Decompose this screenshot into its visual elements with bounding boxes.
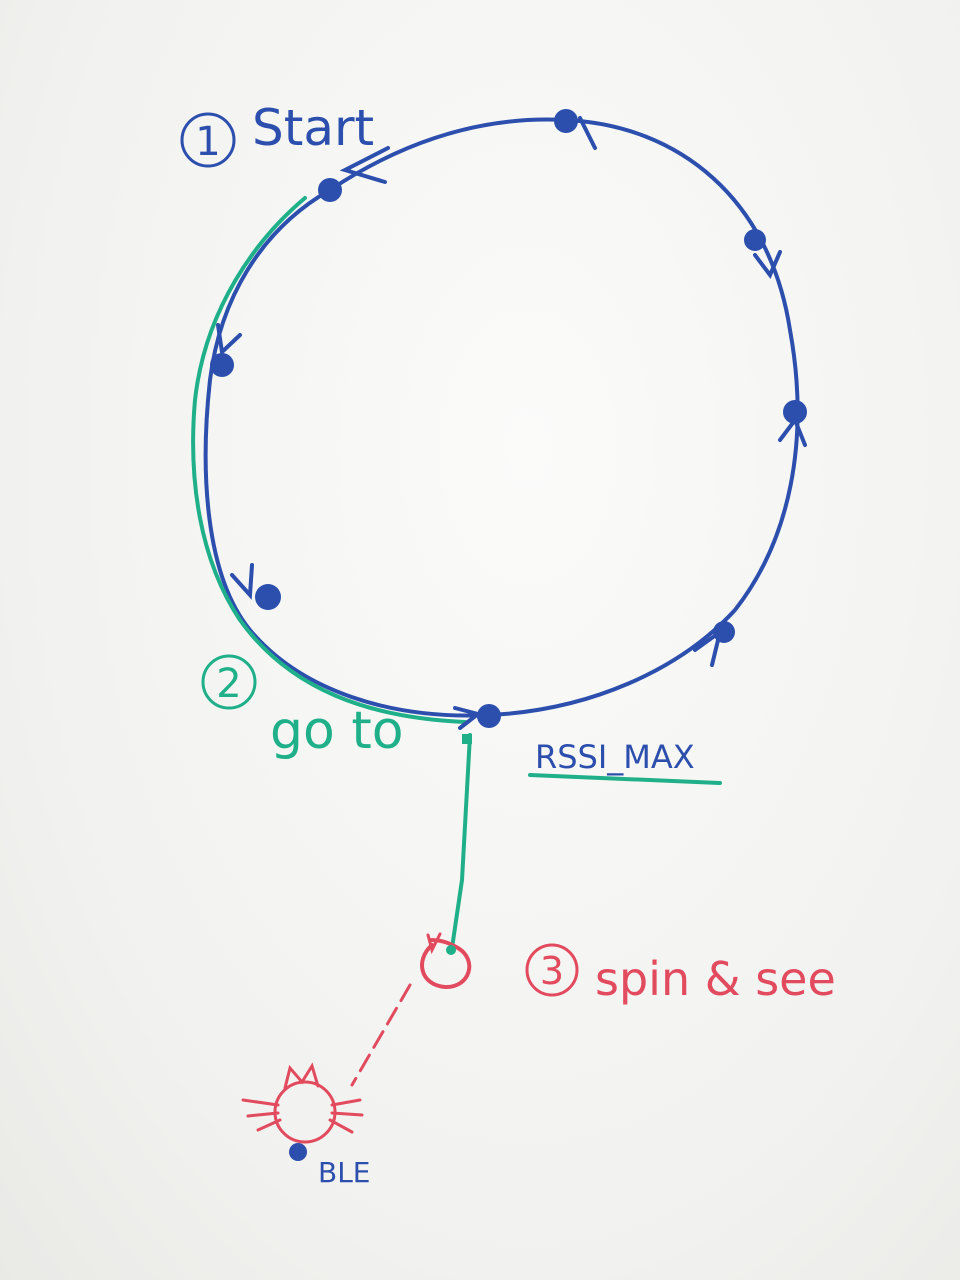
cat-icon xyxy=(241,1062,364,1144)
step2-number: 2 xyxy=(216,661,241,707)
signal-dashed-line xyxy=(350,983,412,1087)
waypoint-dot xyxy=(783,400,807,424)
waypoint-dot xyxy=(318,178,342,202)
waypoint-dot xyxy=(554,109,578,133)
step3-number-circle xyxy=(525,943,579,997)
ble-beacon-dot xyxy=(289,1143,307,1161)
waypoint-dot xyxy=(255,584,281,610)
goto-route-path xyxy=(191,196,467,724)
waypoint-dot xyxy=(477,704,501,728)
step3-number: 3 xyxy=(540,949,564,993)
waypoint-dot xyxy=(713,621,735,643)
rssi-max-label: RSSI_MAX xyxy=(535,738,695,776)
descend-line xyxy=(450,733,472,950)
step1-text: Start xyxy=(252,99,374,157)
step3-text: spin & see xyxy=(595,952,836,1006)
waypoint-dot xyxy=(210,353,234,377)
spin-center-dot xyxy=(446,945,456,955)
step2-text: go to xyxy=(270,701,404,761)
spin-loop xyxy=(420,938,472,990)
waypoint-dot xyxy=(744,229,766,251)
goto-target-marker xyxy=(462,734,472,744)
step2-number-circle xyxy=(201,654,257,710)
spin-arrow-icon xyxy=(426,932,442,955)
waypoints xyxy=(210,109,807,728)
step1-number: 1 xyxy=(195,119,220,165)
step1-number-circle xyxy=(180,112,236,168)
rssi-max-underline xyxy=(528,773,722,785)
circular-path xyxy=(203,117,800,718)
ble-label: BLE xyxy=(318,1156,371,1189)
